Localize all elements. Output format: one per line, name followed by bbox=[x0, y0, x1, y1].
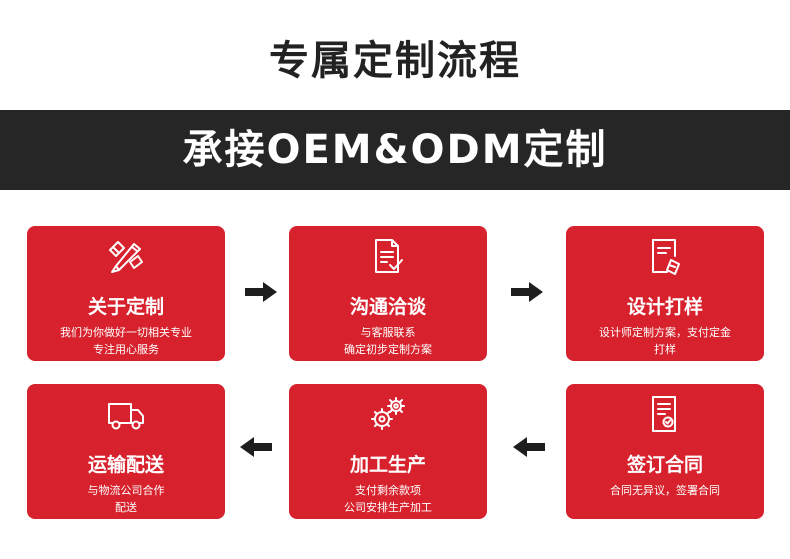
step-desc: 设计师定制方案，支付定金 打样 bbox=[599, 326, 731, 356]
page-title: 专属定制流程 bbox=[269, 38, 521, 84]
banner-text: 承接OEM&ODM定制 bbox=[182, 127, 608, 173]
step-title: 签订合同 bbox=[626, 454, 703, 476]
pencil-eraser-icon bbox=[106, 236, 146, 276]
step-title: 沟通洽谈 bbox=[349, 296, 426, 318]
step-card-production: 加工生产 支付剩余款项 公司安排生产加工 bbox=[289, 384, 487, 519]
design-document-icon bbox=[645, 236, 685, 276]
step-desc: 合同无异议，签署合同 bbox=[610, 484, 720, 497]
arrow-left-icon bbox=[238, 435, 274, 459]
step-desc: 与物流公司合作 配送 bbox=[87, 484, 165, 514]
step-card-negotiate: 沟通洽谈 与客服联系 确定初步定制方案 bbox=[289, 226, 487, 361]
step-desc: 与客服联系 确定初步定制方案 bbox=[344, 326, 432, 356]
arrow-left-icon bbox=[511, 435, 547, 459]
step-card-contract: 签订合同 合同无异议，签署合同 bbox=[566, 384, 764, 519]
step-title: 设计打样 bbox=[626, 296, 703, 318]
step-title: 加工生产 bbox=[349, 454, 426, 476]
step-card-consult: 关于定制 我们为你做好一切相关专业 专注用心服务 bbox=[27, 226, 225, 361]
banner: 承接OEM&ODM定制 bbox=[0, 110, 790, 190]
step-title: 运输配送 bbox=[87, 454, 164, 476]
step-title: 关于定制 bbox=[87, 296, 164, 318]
truck-icon bbox=[106, 394, 146, 434]
step-card-delivery: 运输配送 与物流公司合作 配送 bbox=[27, 384, 225, 519]
step-desc: 我们为你做好一切相关专业 专注用心服务 bbox=[60, 326, 192, 356]
step-card-design: 设计打样 设计师定制方案，支付定金 打样 bbox=[566, 226, 764, 361]
gears-icon bbox=[368, 394, 408, 434]
document-check-icon bbox=[368, 236, 408, 276]
contract-icon bbox=[645, 394, 685, 434]
step-desc: 支付剩余款项 公司安排生产加工 bbox=[344, 484, 432, 514]
arrow-right-icon bbox=[243, 280, 279, 304]
arrow-right-icon bbox=[509, 280, 545, 304]
